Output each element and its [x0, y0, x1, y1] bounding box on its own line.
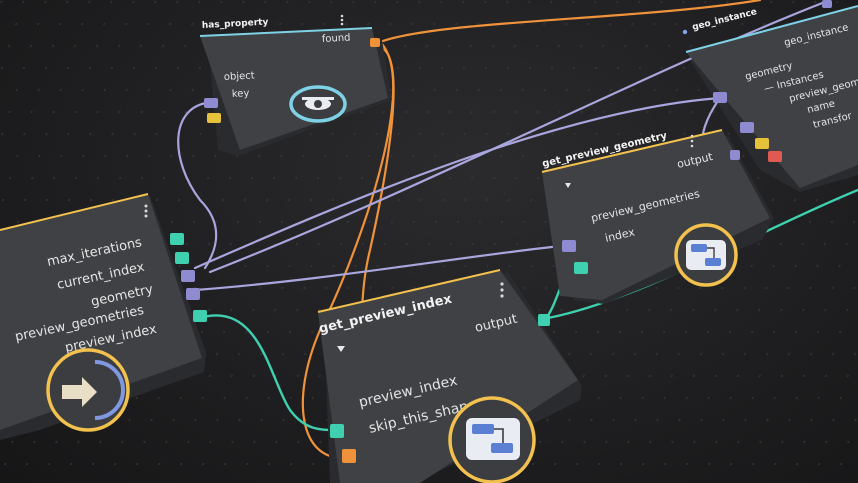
node-menu-icon[interactable]	[340, 14, 344, 26]
input-port-object[interactable]	[204, 98, 218, 108]
node-title-bar-accent	[0, 193, 149, 231]
collapse-arrow-icon[interactable]	[565, 183, 571, 188]
node-loop[interactable]: max_iterations current_index geometry pr…	[0, 193, 207, 440]
eye-icon	[289, 85, 347, 123]
output-port-max-iterations[interactable]	[170, 233, 184, 245]
input-port-key[interactable]	[207, 113, 221, 123]
wire-geometry-to-geo-instance[interactable]	[193, 96, 722, 270]
input-port-label: object	[224, 70, 255, 83]
link-blocks-icon	[448, 396, 536, 483]
output-port-preview-geometries[interactable]	[186, 288, 200, 300]
node-title-bar-accent	[199, 27, 373, 37]
output-port-found[interactable]	[370, 38, 380, 47]
output-port-current-index[interactable]	[175, 252, 189, 264]
input-port-preview-geometries[interactable]	[562, 240, 576, 252]
input-port-skip-this-shape[interactable]	[342, 449, 356, 463]
input-port-label: key	[232, 88, 250, 100]
output-port-preview-index[interactable]	[193, 310, 207, 322]
output-port-geo-instance[interactable]	[822, 0, 832, 8]
input-port-instances[interactable]	[740, 122, 754, 133]
wire-object-input[interactable]	[177, 101, 218, 270]
node-menu-icon[interactable]	[144, 204, 148, 218]
output-port-geometry[interactable]	[181, 270, 195, 282]
node-title: has_property	[202, 18, 269, 31]
output-port-output[interactable]	[730, 150, 740, 160]
link-blocks-icon	[674, 223, 738, 287]
output-port-output[interactable]	[538, 314, 550, 326]
wire-preview-index-to-get-preview-index[interactable]	[198, 314, 337, 432]
node-title-bar-accent	[317, 269, 501, 313]
node-title-bar-accent	[685, 5, 858, 53]
wire-found-to-geo-instance[interactable]	[378, 0, 762, 44]
input-port-preview-index[interactable]	[330, 424, 344, 438]
input-port-transform[interactable]	[768, 151, 782, 162]
input-port-geometry[interactable]	[713, 92, 727, 103]
output-port-label: found	[322, 33, 351, 45]
node-has-property[interactable]: has_property found object key	[199, 14, 392, 156]
node-status-dot	[682, 29, 688, 35]
input-port-preview[interactable]	[755, 138, 769, 149]
loop-arrow-icon	[46, 348, 130, 432]
node-menu-icon[interactable]	[500, 282, 504, 298]
node-get-preview-index[interactable]: get_preview_index output preview_index s…	[317, 269, 582, 483]
wire-to-geo-instance-top[interactable]	[208, 0, 832, 274]
input-port-index[interactable]	[574, 262, 588, 274]
node-menu-icon[interactable]	[690, 134, 694, 148]
wire-preview-geometries-to-get-preview[interactable]	[193, 243, 572, 292]
collapse-arrow-icon[interactable]	[337, 346, 345, 352]
